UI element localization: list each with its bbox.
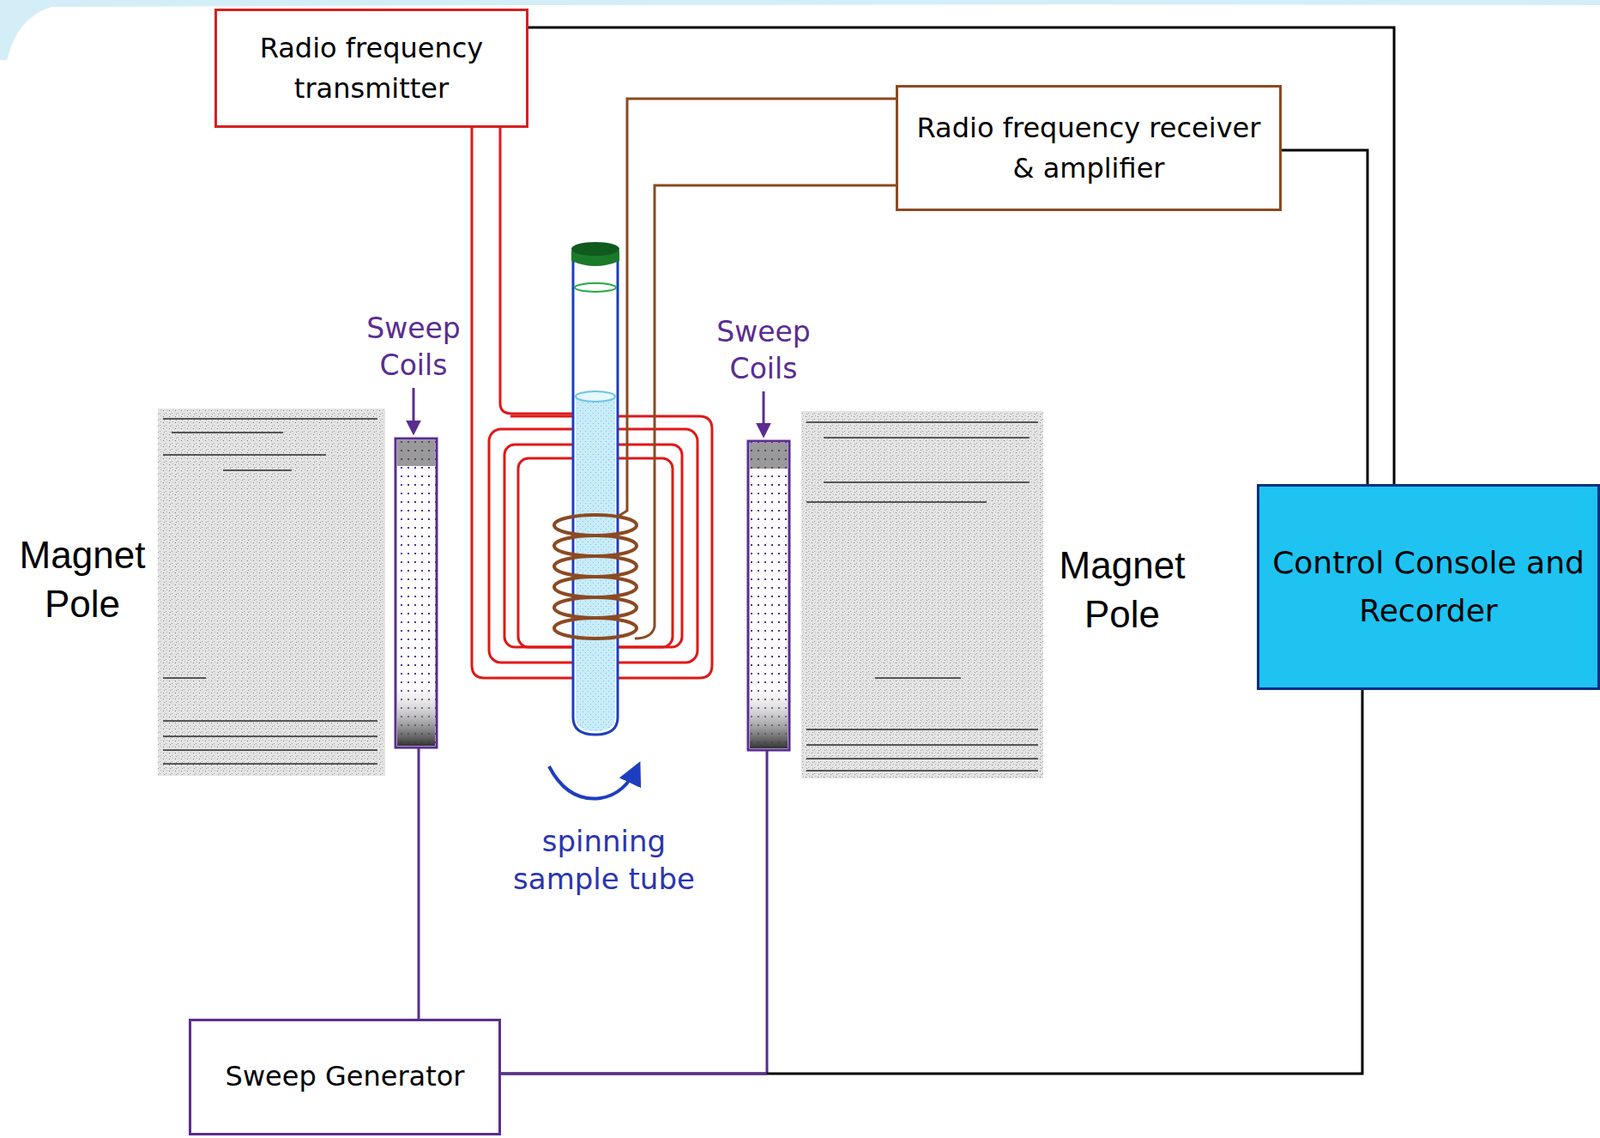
receiver-winding [554, 617, 637, 639]
sweep-coil-right [748, 440, 790, 750]
tube-rim [574, 283, 616, 292]
node-text: Sweep Generator [203, 1058, 487, 1095]
node-text: Control Console and Recorder [1271, 538, 1586, 635]
receiver-winding [554, 514, 637, 536]
coil-label: Sweep Coils [360, 310, 467, 385]
receiver-winding [554, 535, 637, 556]
sweep-coil-shade [397, 440, 435, 466]
magnet-label: Magnet Pole [1048, 540, 1196, 639]
liquid-surface [575, 391, 616, 402]
sweep-coil-body [395, 438, 437, 748]
magnet-body [801, 410, 1044, 779]
sweep-coil-shade [397, 677, 435, 746]
sweep-wire [766, 749, 769, 1074]
coil-label: Sweep Coils [710, 313, 817, 388]
caption-label: spinning sample tube [492, 821, 716, 898]
generator-box: Sweep Generator [188, 1018, 502, 1136]
sweep-coil-shade [749, 442, 788, 469]
node-text: Radio frequency receiver & amplifier [910, 108, 1268, 188]
receiver-winding [554, 555, 637, 577]
signal-wire [1281, 150, 1368, 484]
sweep-coil-body [748, 440, 790, 750]
receiver-winding [554, 597, 637, 618]
transmitter-wire [500, 127, 574, 414]
sweep-coil-shade [749, 680, 788, 749]
magnet-streaks [806, 422, 1039, 771]
receiver-wire [634, 185, 896, 639]
node-text: Radio frequency transmitter [229, 28, 514, 109]
sweep-wire [497, 1072, 767, 1075]
leader-arrow [412, 387, 416, 433]
receiver-winding [554, 576, 637, 598]
receiver-coil [554, 98, 896, 639]
tube-cap-top [571, 241, 620, 256]
console-box: Control Console and Recorder [1256, 483, 1600, 690]
magnet-pole-right [801, 410, 1044, 779]
receiver-wire [617, 98, 896, 517]
tube-glass [573, 250, 618, 735]
magnet-streaks [163, 418, 378, 764]
magnet-pole-left [157, 408, 386, 776]
signal-wire [528, 27, 1395, 484]
tube-liquid [575, 396, 616, 731]
magnet-body [157, 408, 386, 776]
sample-tube [571, 241, 620, 735]
transmitter-box: Radio frequency transmitter [214, 8, 529, 128]
magnet-label: Magnet Pole [8, 530, 157, 628]
leader-arrow [762, 391, 766, 435]
spin-arrow [549, 765, 639, 799]
sweep-wire [417, 747, 421, 1020]
receiver-box: Radio frequency receiver & amplifier [895, 84, 1282, 212]
sweep-coil-left [395, 438, 437, 748]
